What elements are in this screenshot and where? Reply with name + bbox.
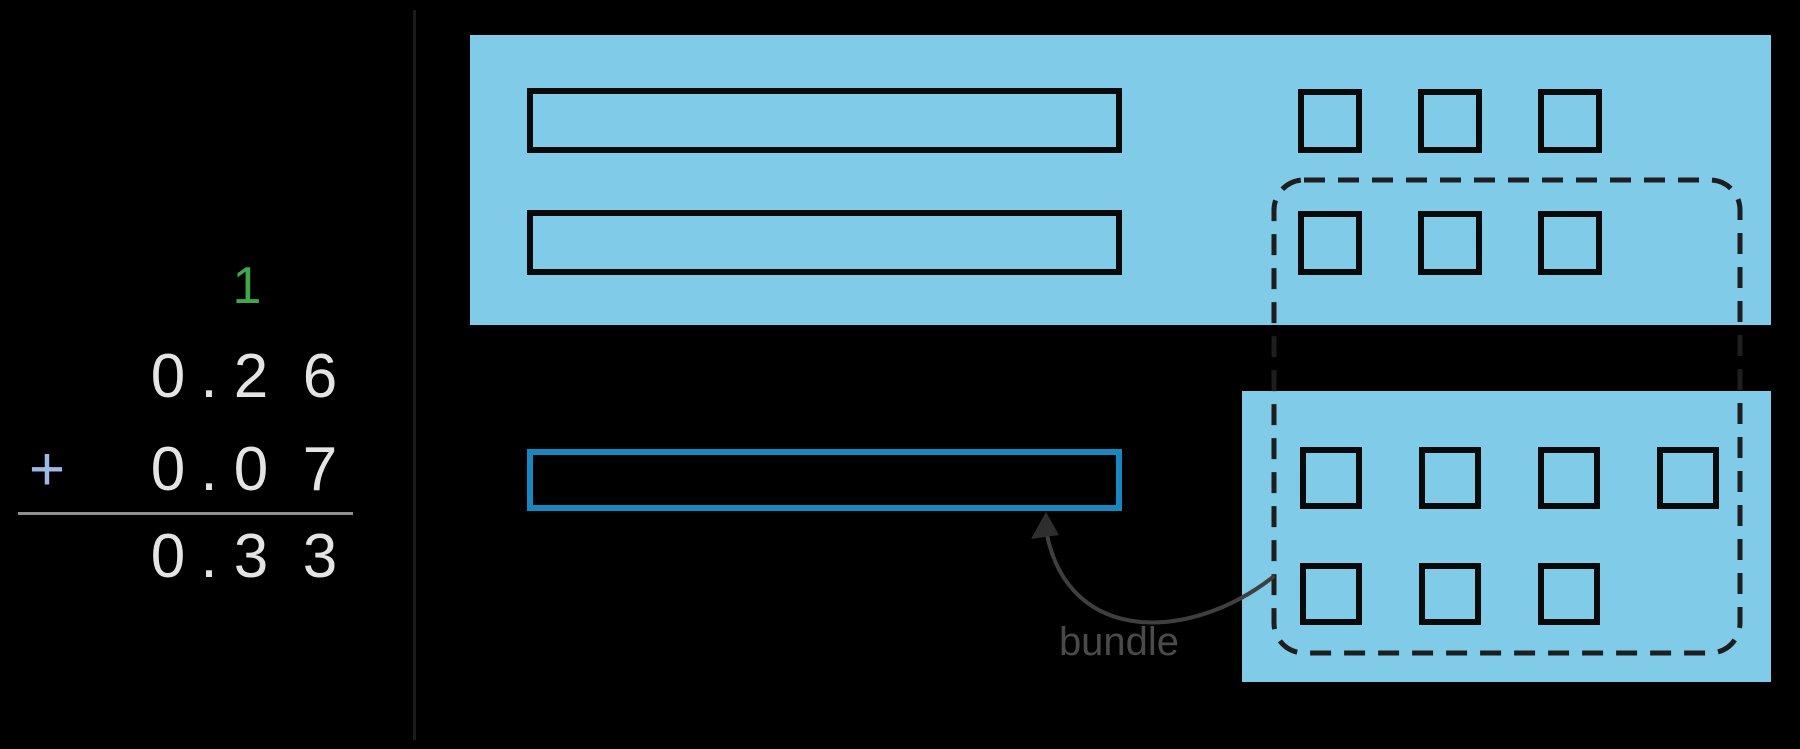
tenth-bar-2 — [527, 210, 1122, 275]
addition-problem: 1 0 . 2 6 + 0 . 0 7 0 . 3 3 — [0, 0, 400, 749]
hundredth-square — [1419, 563, 1481, 625]
bundle-label: bundle — [1058, 620, 1180, 664]
hundredth-square — [1538, 89, 1602, 153]
sum-decimal-point: . — [200, 522, 218, 591]
hundredth-square — [1418, 211, 1482, 275]
addend2-tenths-digit: 0 — [233, 435, 269, 504]
sum-line — [18, 512, 353, 515]
hundredth-square — [1300, 447, 1362, 509]
sum-hundredths-digit: 3 — [302, 522, 338, 591]
tenth-bar-1 — [527, 88, 1122, 153]
hundredth-square — [1538, 447, 1600, 509]
bundle-arrow-curve — [1045, 533, 1275, 625]
top-panel-0point26 — [470, 35, 1771, 325]
top-panel-square-row-2 — [1298, 211, 1602, 275]
hundredth-square — [1657, 447, 1719, 509]
hundredth-square — [1418, 89, 1482, 153]
bottom-panel-0point07 — [1242, 391, 1771, 682]
addend1-tenths-digit: 2 — [233, 342, 269, 411]
hundredth-square — [1538, 563, 1600, 625]
addend2-ones-digit: 0 — [150, 435, 186, 504]
bottom-panel-square-row-1 — [1300, 447, 1719, 509]
addend1-decimal-point: . — [200, 342, 218, 411]
hundredth-square — [1300, 563, 1362, 625]
sum-tenths-digit: 3 — [233, 522, 269, 591]
addend-row-2: + 0 . 0 7 — [0, 439, 400, 501]
addend-row-1: 0 . 2 6 — [0, 346, 400, 408]
carry-digit: 1 — [232, 257, 262, 315]
top-panel-square-row-1 — [1298, 89, 1602, 153]
column-divider-line — [413, 10, 416, 740]
addend1-ones-digit: 0 — [150, 342, 186, 411]
addend2-hundredths-digit: 7 — [302, 435, 338, 504]
bundle-arrowhead — [1031, 512, 1059, 539]
hundredth-square — [1298, 89, 1362, 153]
addend1-hundredths-digit: 6 — [302, 342, 338, 411]
sum-row: 0 . 3 3 — [0, 526, 400, 588]
hundredth-square — [1538, 211, 1602, 275]
bundled-tenth-bar — [527, 449, 1122, 511]
hundredth-square — [1419, 447, 1481, 509]
hundredth-square — [1298, 211, 1362, 275]
bottom-panel-square-row-2 — [1300, 563, 1600, 625]
sum-ones-digit: 0 — [150, 522, 186, 591]
plus-sign: + — [28, 435, 66, 504]
addend2-decimal-point: . — [200, 435, 218, 504]
